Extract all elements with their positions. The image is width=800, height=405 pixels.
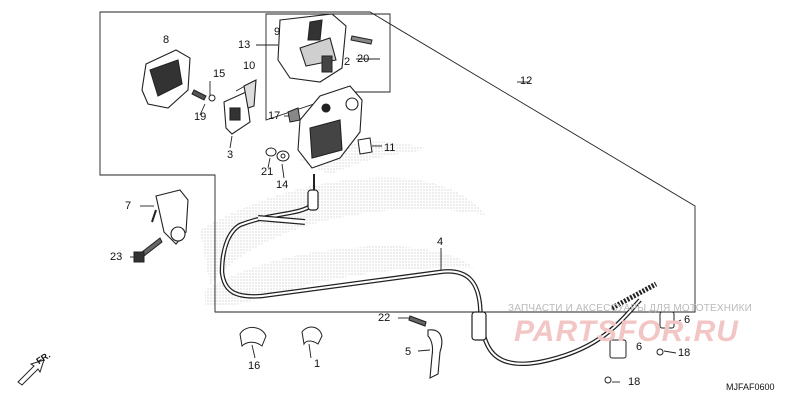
- callout-19: 19: [194, 111, 207, 123]
- cable-assembly: [219, 174, 658, 366]
- part-hardware: [191, 89, 301, 162]
- part-spring-pin: [321, 35, 373, 73]
- part-lever-cover: [277, 13, 347, 83]
- callout-23: 23: [110, 251, 123, 263]
- callout-3: 3: [227, 149, 234, 161]
- callout-6-bottom: 6: [636, 341, 643, 353]
- watermark-tagline: ЗАПЧАСТИ И АКСЕССУАРЫ ДЛЯ МОТОТЕХНИКИ: [508, 303, 753, 314]
- front-direction-arrow: [17, 359, 45, 386]
- callout-21: 21: [261, 166, 274, 178]
- callout-11: 11: [384, 142, 396, 154]
- callout-14: 14: [276, 179, 289, 191]
- callout-22: 22: [378, 312, 391, 324]
- part-lever-bracket: [151, 189, 189, 245]
- diagram-code: MJFAF0600: [726, 382, 775, 392]
- callout-9: 9: [274, 26, 281, 38]
- part-grip-bracket: [141, 49, 191, 109]
- callout-4: 4: [437, 236, 444, 248]
- watermark-site: PARTSFOR.RU: [514, 315, 739, 348]
- callout-18-upper: 18: [678, 347, 691, 359]
- part-grommets: [239, 326, 323, 348]
- callout-2: 2: [344, 56, 351, 68]
- callout-20: 20: [357, 53, 370, 65]
- part-bracket-5: [408, 315, 443, 379]
- part-clips-6: [604, 311, 675, 384]
- callout-7: 7: [125, 200, 132, 212]
- part-housing: [297, 85, 363, 169]
- callout-12: 12: [520, 75, 533, 87]
- callout-6-top: 6: [684, 314, 691, 326]
- callout-1: 1: [314, 358, 321, 370]
- callout-13: 13: [238, 39, 251, 51]
- callout-5: 5: [405, 346, 412, 358]
- part-switch: [223, 79, 257, 135]
- callout-18-lower: 18: [628, 376, 641, 388]
- callout-17: 17: [268, 110, 281, 122]
- callout-15: 15: [213, 68, 226, 80]
- callout-16: 16: [248, 360, 261, 372]
- part-bolt-23: [133, 237, 163, 263]
- part-clip: [357, 137, 373, 155]
- callout-10: 10: [243, 60, 256, 72]
- callout-8: 8: [163, 34, 170, 46]
